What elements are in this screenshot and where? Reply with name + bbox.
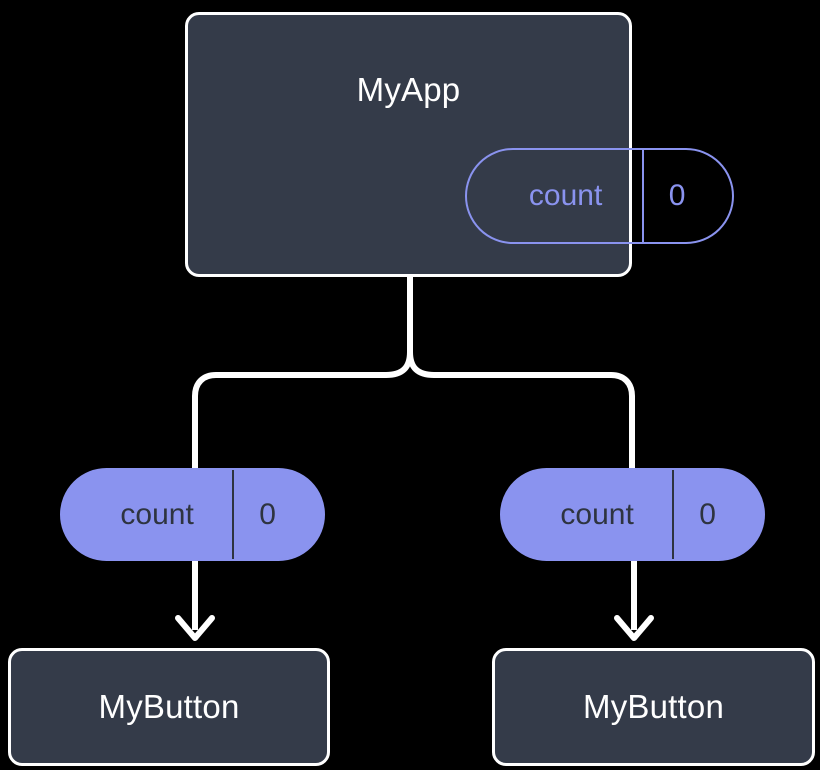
state-pill-name: count xyxy=(560,497,634,531)
state-pill-child-left[interactable]: count 0 xyxy=(60,468,325,561)
state-pill-child-right[interactable]: count 0 xyxy=(500,468,765,561)
state-pill-value: 0 xyxy=(672,470,763,559)
edge-root-to-child-left xyxy=(192,349,413,473)
state-pill-myapp[interactable]: count 0 xyxy=(465,148,734,244)
state-pill-name: count xyxy=(120,497,194,531)
component-node-mybutton-left[interactable]: MyButton xyxy=(8,648,330,766)
state-pill-value: 0 xyxy=(232,470,323,559)
component-label-mybutton: MyButton xyxy=(98,688,240,725)
arrow-head-left xyxy=(175,615,215,641)
state-pill-value: 0 xyxy=(642,150,732,242)
component-label-myapp: MyApp xyxy=(356,71,461,108)
state-pill-name: count xyxy=(528,179,603,212)
component-label-mybutton: MyButton xyxy=(583,688,724,725)
edge-root-to-children xyxy=(407,274,635,473)
component-node-mybutton-right[interactable]: MyButton xyxy=(492,648,815,766)
component-node-myapp[interactable]: MyApp count 0 xyxy=(185,12,734,277)
arrow-head-right xyxy=(614,615,654,641)
